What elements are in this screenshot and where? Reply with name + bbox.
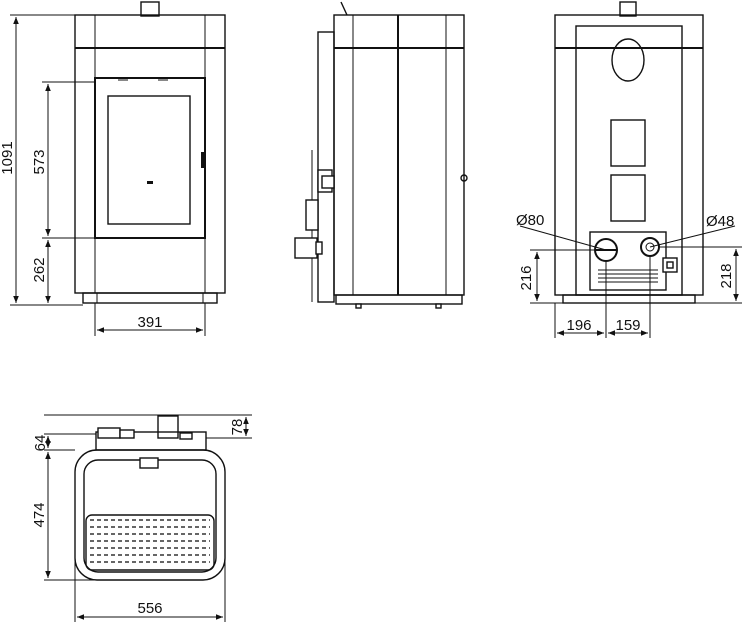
dim-front-door-bottom: 262 [31, 257, 48, 282]
dim-top-width: 556 [137, 600, 162, 617]
dim-back-flue-diameter: Ø80 [516, 212, 544, 229]
back-view: Ø80 Ø48 216 218 196 159 [516, 1, 742, 338]
dim-back-flue-height: 216 [518, 265, 535, 290]
dim-front-total-height: 1091 [0, 141, 16, 174]
grille-pattern [90, 519, 210, 563]
dim-top-rear-b: 78 [229, 419, 246, 436]
top-view: 64 78 474 556 [31, 414, 252, 622]
dim-top-depth: 474 [31, 502, 48, 527]
dim-back-inlet-height: 218 [718, 263, 735, 288]
dim-front-door-height: 573 [31, 149, 48, 174]
dim-back-flue-offset: 196 [566, 317, 591, 334]
dim-top-rear-a: 64 [32, 435, 49, 452]
front-view: 1091 573 262 391 [0, 1, 226, 336]
dim-front-door-width: 391 [137, 314, 162, 331]
dim-back-inlet-offset: 159 [615, 317, 640, 334]
dim-back-inlet-diameter: Ø48 [706, 213, 734, 230]
side-view [294, 1, 468, 309]
